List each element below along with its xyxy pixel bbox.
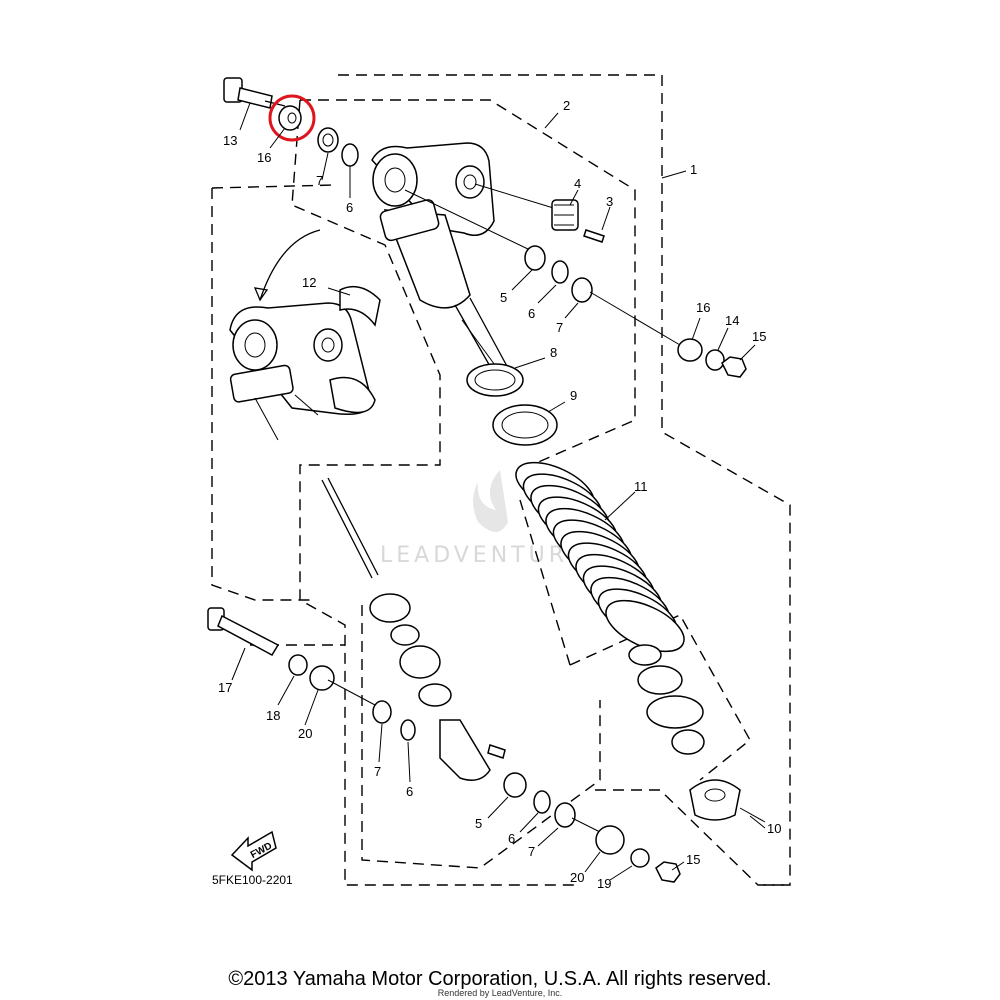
callout-14: 14 <box>725 313 739 328</box>
callout-12: 12 <box>302 275 316 290</box>
callout-7-lower: 7 <box>374 764 381 779</box>
rendered-by-text: Rendered by LeadVenture, Inc. <box>437 988 563 998</box>
spring-adjust-nuts <box>466 363 558 446</box>
reservoir-detail <box>229 229 381 441</box>
callout-7-top: 7 <box>316 173 323 188</box>
callout-19: 19 <box>597 876 611 891</box>
fwd-arrow: FWD <box>230 830 277 872</box>
callout-17: 17 <box>218 680 232 695</box>
callout-6-lower: 6 <box>406 784 413 799</box>
callout-15: 15 <box>752 329 766 344</box>
callout-4: 4 <box>574 176 581 191</box>
callout-1: 1 <box>690 162 697 177</box>
callout-11: 11 <box>634 479 648 494</box>
highlight-circle <box>268 94 316 142</box>
callout-10: 10 <box>767 821 781 836</box>
damper-internals <box>321 477 506 781</box>
right-mount-hardware <box>404 183 747 378</box>
watermark: LEADVENTURE <box>380 470 586 568</box>
callout-5: 5 <box>500 290 507 305</box>
shock-absorber-assembly <box>371 142 509 376</box>
coil-spring <box>515 461 685 653</box>
callout-16: 16 <box>257 150 271 165</box>
copyright-text: ©2013 Yamaha Motor Corporation, U.S.A. A… <box>228 968 772 990</box>
callout-3: 3 <box>606 194 613 209</box>
watermark-text: LEADVENTURE <box>380 543 586 568</box>
callout-7-bottom: 7 <box>528 844 535 859</box>
callout-7: 7 <box>556 320 563 335</box>
callout-16-right: 16 <box>696 300 710 315</box>
callout-18: 18 <box>266 708 280 723</box>
callout-5-lower: 5 <box>475 816 482 831</box>
callout-6-top: 6 <box>346 200 353 215</box>
callout-6-bottom: 6 <box>508 831 515 846</box>
callout-13: 13 <box>223 133 237 148</box>
callout-8: 8 <box>550 345 557 360</box>
callout-6: 6 <box>528 306 535 321</box>
callout-20-bottom: 20 <box>570 870 584 885</box>
callout-9: 9 <box>570 388 577 403</box>
lower-mount-hardware <box>207 607 681 883</box>
callout-15-bottom: 15 <box>686 852 700 867</box>
upper-mount-hardware <box>223 77 359 167</box>
lower-spring-stack <box>628 644 766 823</box>
callout-2: 2 <box>563 98 570 113</box>
callout-labels: 1 2 3 4 5 6 7 8 9 10 11 12 13 14 15 16 1… <box>218 98 781 891</box>
callout-20: 20 <box>298 726 312 741</box>
leader-lines <box>231 102 766 881</box>
diagram-code: 5FKE100-2201 <box>212 873 293 887</box>
dashed-outlines <box>211 74 791 886</box>
spring-coil <box>605 599 685 653</box>
